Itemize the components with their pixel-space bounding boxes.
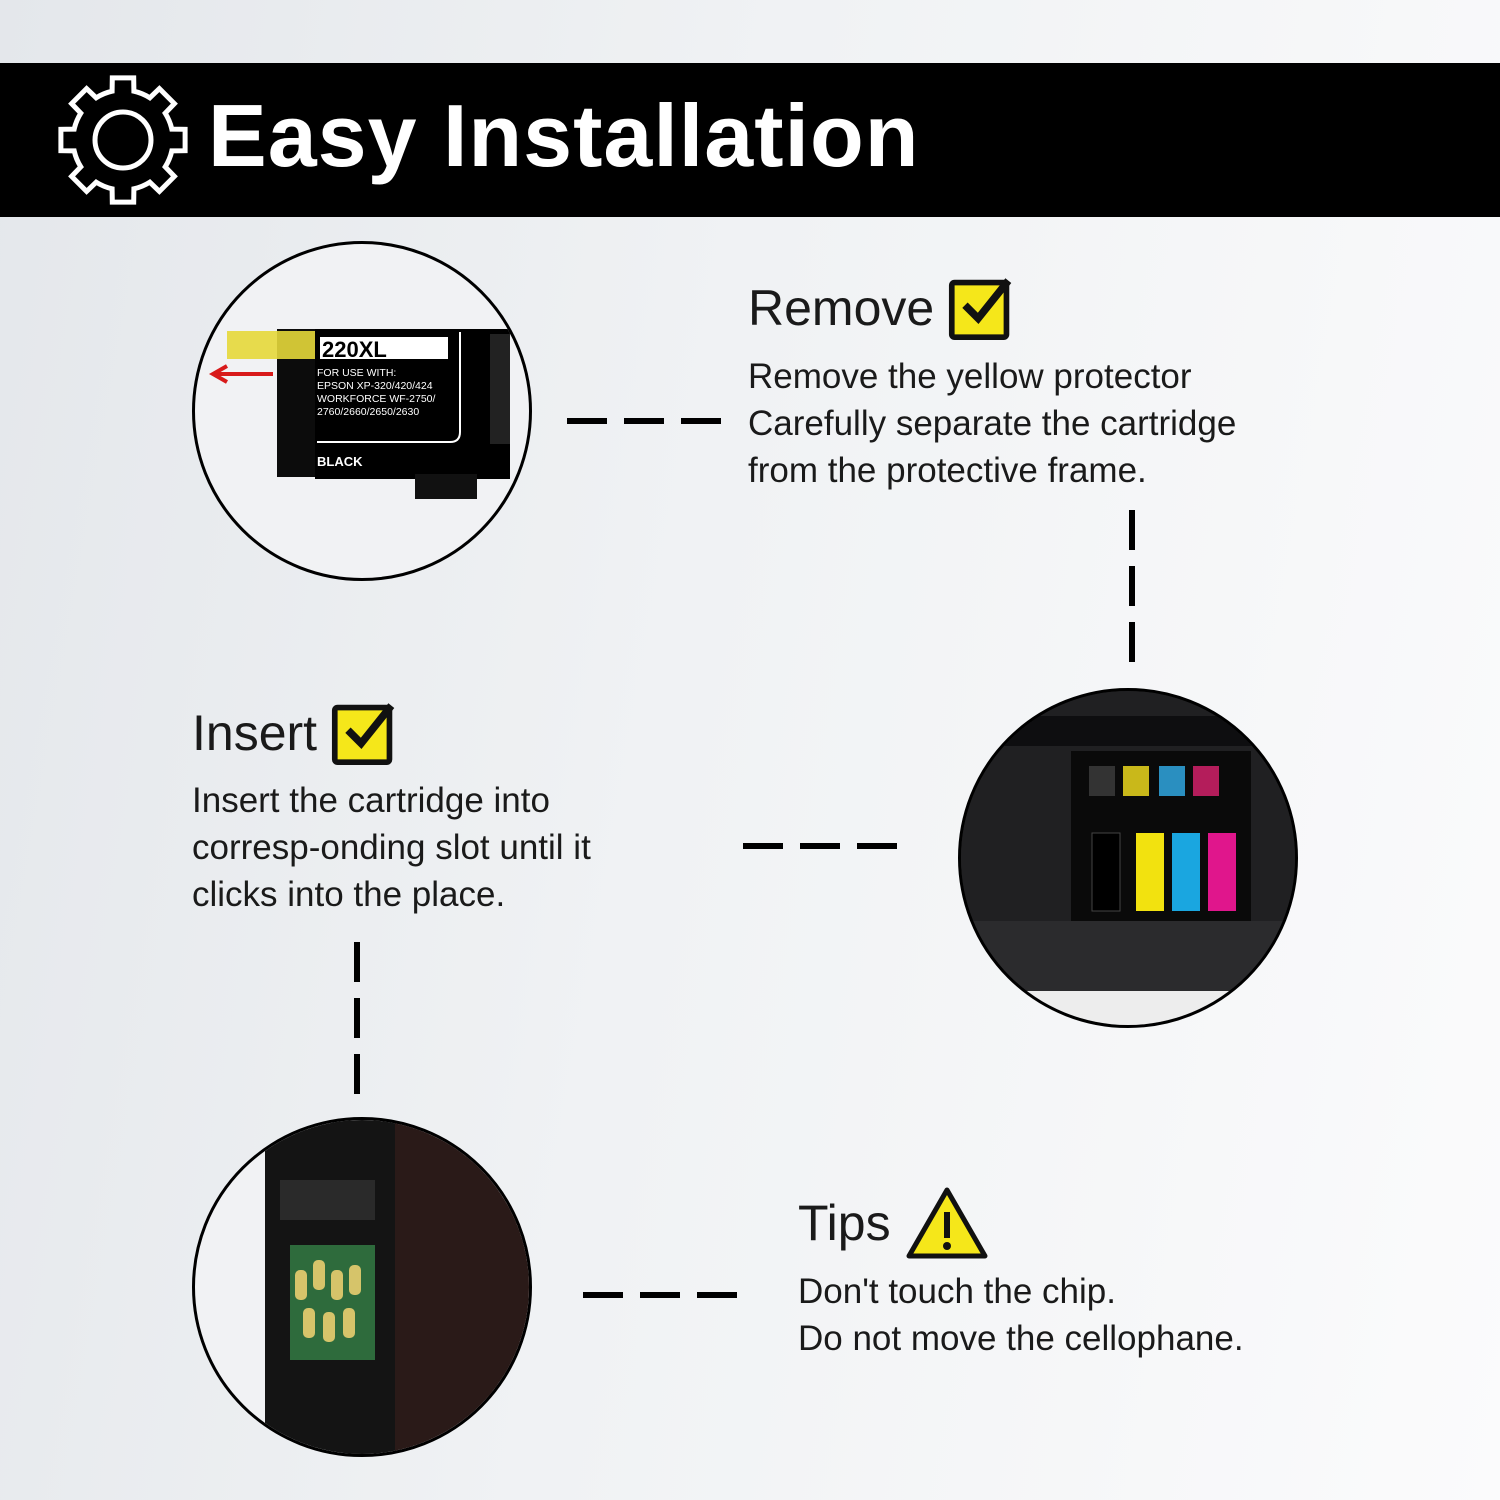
- page-title: Easy Installation: [208, 86, 920, 185]
- tips-title: Tips: [798, 1186, 989, 1260]
- magenta-cartridge: [1208, 833, 1236, 911]
- checkbox-checked-icon: [332, 703, 395, 766]
- dashed-connector: [354, 942, 360, 982]
- dashed-connector: [567, 418, 607, 424]
- label-line: WORKFORCE WF-2750/: [317, 393, 436, 405]
- black-cartridge: [1091, 832, 1121, 912]
- description-line: Remove the yellow protector: [748, 357, 1192, 396]
- arrow-left-icon: [208, 364, 273, 384]
- dashed-connector: [857, 843, 897, 849]
- gear-icon: [58, 75, 188, 205]
- tips-title-text: Tips: [798, 1195, 891, 1251]
- chip: [290, 1245, 375, 1360]
- dashed-connector: [624, 418, 664, 424]
- warning-triangle-icon: [906, 1187, 988, 1259]
- dashed-connector: [583, 1292, 623, 1298]
- insert-title-text: Insert: [192, 705, 318, 761]
- insert-title: Insert: [192, 700, 397, 766]
- label-line: EPSON XP-320/420/424: [317, 380, 433, 392]
- description-line: Carefully separate the cartridge: [748, 404, 1237, 443]
- description-line: Do not move the cellophane.: [798, 1319, 1244, 1358]
- description-line: corresp-onding slot until it: [192, 828, 591, 867]
- dashed-connector: [800, 843, 840, 849]
- remove-step-image: 220XL FOR USE WITH: EPSON XP-320/420/424…: [192, 241, 532, 581]
- label-line: FOR USE WITH:: [317, 367, 396, 379]
- dashed-connector: [681, 418, 721, 424]
- header-banner: Easy Installation: [0, 63, 1500, 217]
- dashed-connector: [1129, 622, 1135, 662]
- dashed-connector: [1129, 566, 1135, 606]
- description-line: clicks into the place.: [192, 875, 506, 914]
- description-line: Don't touch the chip.: [798, 1272, 1116, 1311]
- checkbox-checked-icon: [949, 278, 1012, 341]
- yellow-protector: [227, 331, 315, 359]
- dashed-connector: [640, 1292, 680, 1298]
- label-color: BLACK: [317, 454, 363, 469]
- label-line: 2760/2660/2650/2630: [317, 406, 419, 418]
- tips-description: Don't touch the chip. Do not move the ce…: [798, 1268, 1244, 1362]
- remove-title-text: Remove: [748, 280, 935, 336]
- remove-description: Remove the yellow protector Carefully se…: [748, 353, 1236, 494]
- insert-step-image: [958, 688, 1298, 1028]
- dashed-connector: [697, 1292, 737, 1298]
- description-line: from the protective frame.: [748, 451, 1147, 490]
- dashed-connector: [354, 1054, 360, 1094]
- cyan-cartridge: [1172, 833, 1200, 911]
- description-line: Insert the cartridge into: [192, 781, 550, 820]
- insert-description: Insert the cartridge into corresp-onding…: [192, 777, 591, 918]
- dashed-connector: [1129, 510, 1135, 550]
- cartridge-model: 220XL: [322, 337, 387, 362]
- yellow-cartridge: [1136, 833, 1164, 911]
- dashed-connector: [354, 998, 360, 1038]
- chip-image: [192, 1117, 532, 1457]
- dashed-connector: [743, 843, 783, 849]
- remove-title: Remove: [748, 275, 1014, 341]
